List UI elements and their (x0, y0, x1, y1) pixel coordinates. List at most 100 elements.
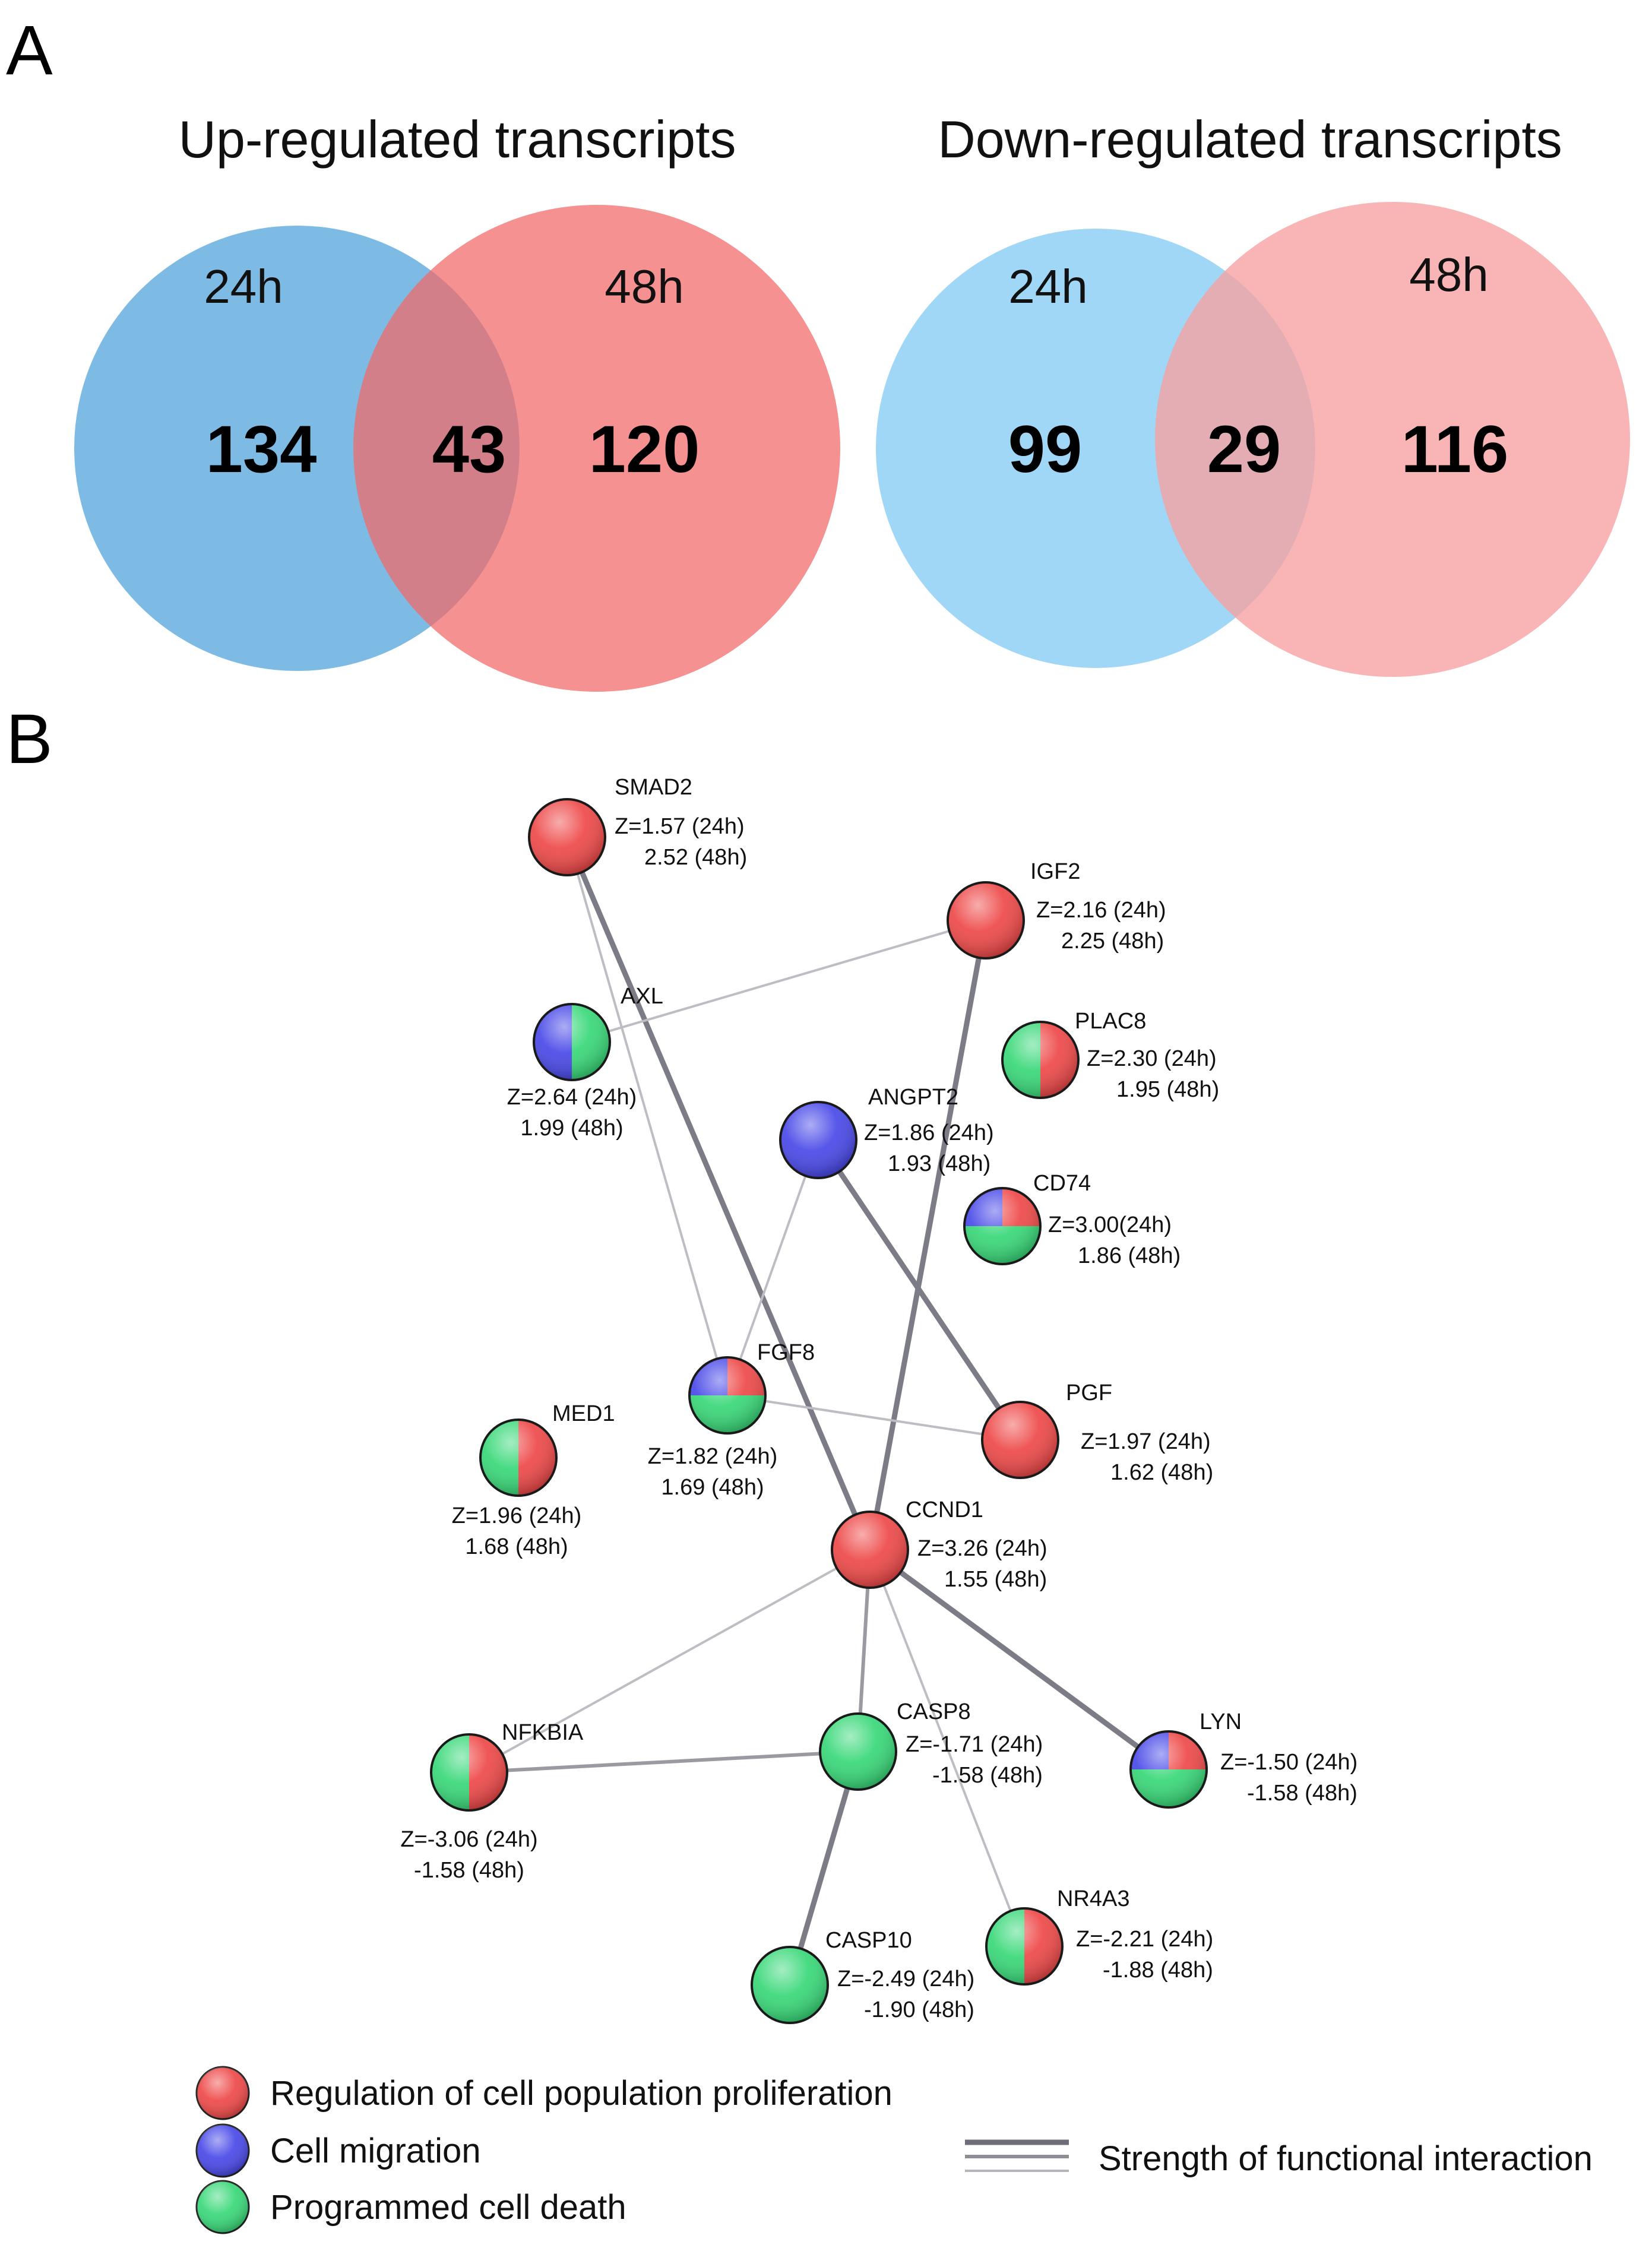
node-zscore-24h: Z=1.82 (24h) (648, 1444, 778, 1469)
node-gloss (479, 1419, 558, 1497)
venn-up-count-24h-only: 134 (206, 412, 317, 486)
edge-smad2-ccnd1 (564, 834, 873, 1553)
panel-a-letter: A (6, 11, 53, 90)
legend: Regulation of cell population proliferat… (195, 2066, 1593, 2234)
node-zscore-24h: Z=2.30 (24h) (1087, 1046, 1217, 1071)
venn-up-regulated: Up-regulated transcripts 24h 48h 134 43 … (74, 110, 840, 692)
venn-down-title: Down-regulated transcripts (938, 110, 1562, 169)
node-zscore-24h: Z=2.16 (24h) (1036, 898, 1166, 923)
node-zscore-48h: 1.55 (48h) (944, 1567, 1047, 1592)
venn-down-count-48h-only: 116 (1401, 412, 1509, 486)
edge-casp8-casp10 (787, 1749, 861, 1988)
venn-down-count-24h-only: 99 (1008, 412, 1083, 486)
venn-up-title: Up-regulated transcripts (178, 110, 736, 169)
edge-angpt2-pgf (815, 1137, 1023, 1443)
node-zscore-24h: Z=-2.49 (24h) (837, 1967, 974, 1991)
edge-angpt2-fgf8 (726, 1139, 819, 1397)
node-zscore-24h: Z=3.00(24h) (1048, 1212, 1172, 1237)
node-label-casp10: CASP10 (825, 1928, 912, 1953)
node-zscore-24h: Z=1.96 (24h) (452, 1503, 582, 1528)
venn-up-count-overlap: 43 (432, 412, 507, 486)
edge-igf2-ccnd1 (867, 917, 989, 1553)
venn-down-regulated: Down-regulated transcripts 24h 48h 99 29… (876, 110, 1630, 677)
node-zscore-48h: 1.68 (48h) (465, 1534, 568, 1559)
legend-label-migration: Cell migration (270, 2132, 481, 2170)
node-label-med1: MED1 (552, 1401, 615, 1426)
node-zscore-48h: 1.99 (48h) (520, 1116, 623, 1141)
node-zscore-24h: Z=-1.71 (24h) (906, 1732, 1043, 1757)
venn-down-label-24h: 24h (1008, 260, 1087, 313)
venn-down-label-48h: 48h (1409, 248, 1488, 301)
node-gloss (981, 1401, 1059, 1479)
node-gloss (1129, 1730, 1208, 1809)
node-label-fgf8: FGF8 (757, 1340, 815, 1365)
legend-edge-label: Strength of functional interaction (1099, 2139, 1593, 2178)
legend-swatch-gloss (197, 2067, 249, 2119)
node-gloss (819, 1712, 897, 1791)
node-zscore-48h: 1.95 (48h) (1116, 1077, 1219, 1102)
legend-edge-strength: Strength of functional interaction (965, 2139, 1593, 2178)
node-zscore-48h: -1.58 (48h) (414, 1858, 524, 1883)
panel-b-letter: B (6, 700, 53, 778)
node-zscore-48h: 1.62 (48h) (1110, 1460, 1213, 1485)
node-label-lyn: LYN (1200, 1709, 1242, 1734)
node-zscore-24h: Z=3.26 (24h) (917, 1536, 1047, 1561)
node-zscore-48h: 1.86 (48h) (1078, 1243, 1181, 1268)
venn-up-circle-48h (353, 205, 840, 692)
node-label-cd74: CD74 (1033, 1171, 1091, 1196)
edge-fgf8-pgf (726, 1394, 1021, 1441)
edge-smad2-fgf8 (566, 836, 729, 1397)
node-gloss (1001, 1021, 1080, 1099)
venn-up-count-48h-only: 120 (589, 412, 700, 486)
node-label-ccnd1: CCND1 (906, 1497, 983, 1522)
node-zscore-48h: -1.88 (48h) (1103, 1958, 1213, 1983)
node-zscore-48h: -1.58 (48h) (1247, 1781, 1357, 1806)
node-gloss (528, 798, 606, 876)
node-gloss (751, 1946, 829, 2024)
node-label-axl: AXL (621, 984, 663, 1009)
node-label-smad2: SMAD2 (615, 775, 692, 800)
node-gloss (985, 1907, 1064, 1986)
node-label-plac8: PLAC8 (1075, 1009, 1146, 1034)
node-gloss (831, 1511, 909, 1589)
node-zscore-48h: 1.69 (48h) (661, 1475, 764, 1500)
node-label-pgf: PGF (1066, 1381, 1112, 1405)
node-zscore-24h: Z=1.57 (24h) (615, 814, 745, 839)
venn-up-label-48h: 48h (605, 260, 683, 313)
node-gloss (779, 1101, 857, 1179)
edge-igf2-axl (571, 919, 987, 1043)
node-zscore-24h: Z=-2.21 (24h) (1076, 1927, 1213, 1952)
legend-label-proliferation: Regulation of cell population proliferat… (270, 2074, 893, 2113)
node-zscore-48h: 2.25 (48h) (1061, 929, 1164, 954)
node-gloss (430, 1733, 508, 1812)
edge-ccnd1-nfkbia (468, 1549, 871, 1774)
legend-swatch-gloss (197, 2124, 249, 2177)
legend-label-death: Programmed cell death (270, 2188, 626, 2227)
edge-ccnd1-nr4a3 (869, 1549, 1026, 1948)
node-label-igf2: IGF2 (1030, 859, 1080, 884)
node-label-casp8: CASP8 (897, 1699, 971, 1724)
node-zscore-48h: 2.52 (48h) (644, 845, 747, 870)
node-gloss (963, 1187, 1042, 1265)
venn-down-count-overlap: 29 (1207, 412, 1281, 486)
panel-a: A Up-regulated transcripts 24h 48h 134 4… (6, 11, 1630, 692)
node-label-angpt2: ANGPT2 (868, 1085, 958, 1110)
node-gloss (533, 1003, 611, 1081)
